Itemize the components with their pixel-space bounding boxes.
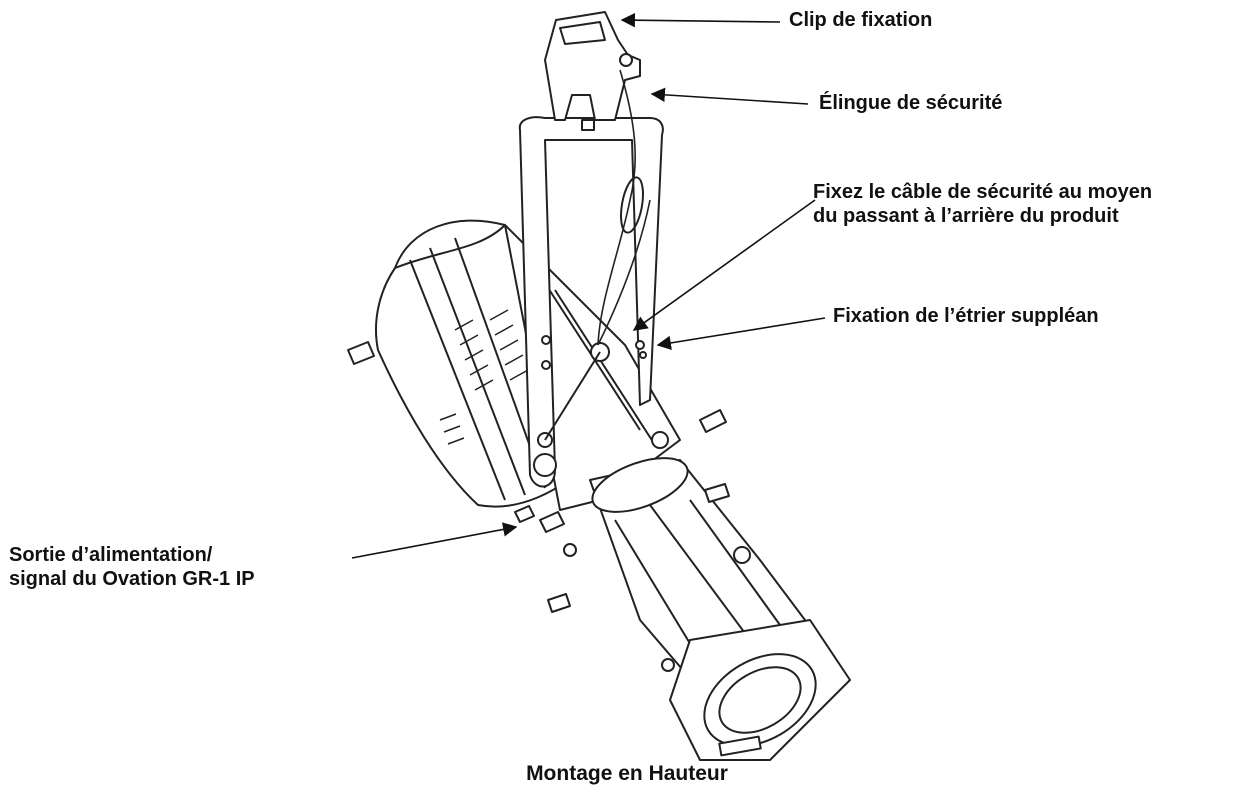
label-sortie-alimentation: Sortie d’alimentation/ signal du Ovation…: [9, 543, 255, 591]
label-clip-de-fixation: Clip de fixation: [789, 9, 933, 31]
callout-clip-line: [620, 12, 781, 28]
label-fixez-line1: Fixez le câble de sécurité au moyen: [813, 181, 1153, 203]
label-fixez-line2: du passant à l’arrière du produit: [813, 205, 1119, 227]
safety-cable: [597, 69, 651, 346]
label-fixation-etrier: Fixation de l’étrier suppléan: [833, 305, 1099, 327]
rear-knob: [347, 341, 375, 365]
fixture-illustration: [347, 11, 851, 761]
callout-lines: [351, 12, 826, 559]
label-fixez-cable: Fixez le câble de sécurité au moyen du p…: [813, 180, 1152, 228]
callout-elingue-line: [650, 87, 809, 105]
label-sortie-line1: Sortie d’alimentation/: [9, 544, 213, 566]
label-elingue-de-securite: Élingue de sécurité: [819, 92, 1003, 114]
yoke: [518, 116, 664, 488]
yoke-knob: [533, 453, 557, 477]
diagram-caption: Montage en Hauteur: [526, 762, 728, 785]
callout-etrier-line: [656, 317, 826, 351]
carabiner: [620, 176, 644, 234]
label-sortie-line2: signal du Ovation GR-1 IP: [9, 568, 255, 590]
callout-sortie-line: [351, 522, 518, 559]
callout-fixez-line: [632, 199, 816, 331]
